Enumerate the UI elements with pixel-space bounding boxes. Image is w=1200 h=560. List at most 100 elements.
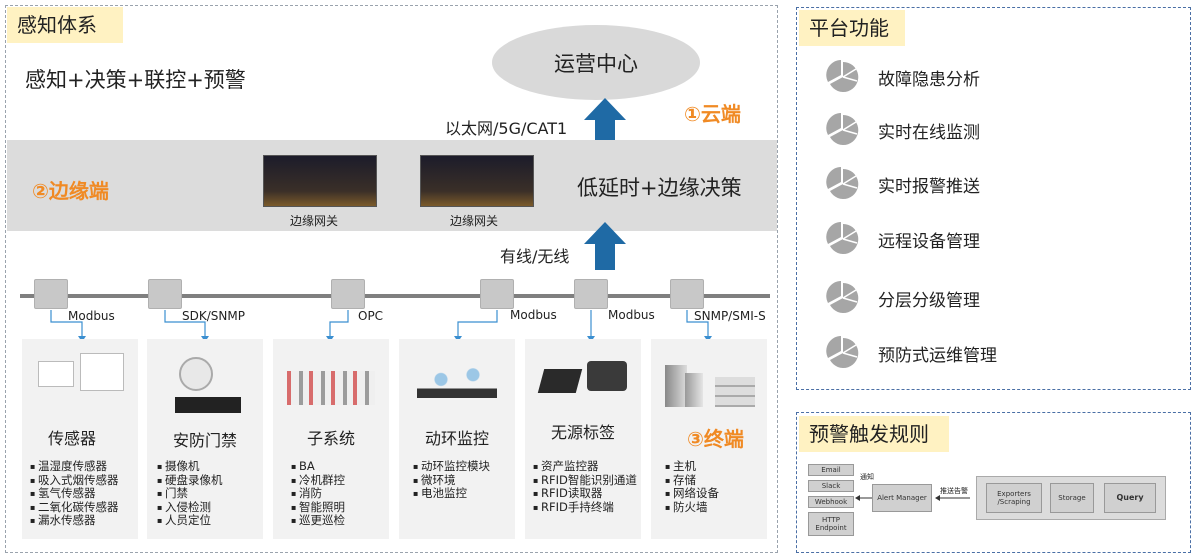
bus-node xyxy=(34,279,68,309)
slack-box: Slack xyxy=(808,480,854,492)
query-box: Query xyxy=(1104,483,1156,513)
edge-gateway-image xyxy=(420,155,534,207)
pie-chart-icon xyxy=(826,167,859,199)
function-label: 实时报警推送 xyxy=(878,176,980,197)
server-image xyxy=(665,365,687,407)
list-item: 动环监控模块 xyxy=(413,459,490,474)
notify-label: 通知 xyxy=(860,473,874,481)
sensor-device-image xyxy=(80,353,124,391)
up-arrow-icon xyxy=(584,222,626,270)
exporters-box: Exporters /Scraping xyxy=(986,483,1042,513)
function-item: 远程设备管理 xyxy=(826,222,980,256)
headline: 感知+决策+联控+预警 xyxy=(25,68,246,92)
bus-node xyxy=(331,279,365,309)
webhook-box: Webhook xyxy=(808,496,854,508)
category-panel-it: ③终端 主机 存储 网络设备 防火墙 xyxy=(651,339,767,539)
function-label: 分层分级管理 xyxy=(878,290,980,311)
list-item: 门禁 xyxy=(157,486,222,501)
perception-panel xyxy=(5,5,778,553)
function-label: 预防式运维管理 xyxy=(878,345,997,366)
list-item: 存储 xyxy=(665,473,719,488)
list-item: 硬盘录像机 xyxy=(157,473,223,488)
platform-title: 平台功能 xyxy=(799,10,905,46)
list-item: 消防 xyxy=(291,486,345,501)
function-label: 远程设备管理 xyxy=(878,231,980,252)
storage-box: Storage xyxy=(1050,483,1094,513)
camera-image xyxy=(179,357,213,391)
edge-gateway-label: 边缘网关 xyxy=(290,214,339,228)
pie-chart-icon xyxy=(826,113,859,145)
edge-band xyxy=(7,140,777,231)
list-item: BA xyxy=(291,459,345,474)
list-item: RFID读取器 xyxy=(533,486,637,501)
rfid-handheld-image xyxy=(587,361,627,391)
list-item: 主机 xyxy=(665,459,719,474)
protocol-label: Modbus xyxy=(68,309,115,323)
subsystem-devices-image xyxy=(287,371,375,405)
cloud-link-label: 以太网/5G/CAT1 xyxy=(445,119,568,138)
category-panel-environment: 动环监控 动环监控模块 微环境 电池监控 xyxy=(399,339,515,539)
rules-diagram: Email Slack Webhook HTTP Endpoint 通知 Ale… xyxy=(806,458,1166,542)
list-item: 温湿度传感器 xyxy=(30,459,118,474)
protocol-label: OPC xyxy=(358,309,384,323)
ops-center-label: 运营中心 xyxy=(554,51,638,76)
category-title: 无源标签 xyxy=(550,423,615,442)
pie-chart-icon xyxy=(826,60,859,92)
arrow-icon xyxy=(855,495,872,501)
list-item: 入侵检测 xyxy=(157,500,222,515)
bus-line xyxy=(20,294,770,298)
environment-devices-image xyxy=(417,361,497,407)
protocol-label: SNMP/SMI-S xyxy=(694,309,766,323)
protocol-label: Modbus xyxy=(608,308,655,322)
list-item: 吸入式烟传感器 xyxy=(30,473,119,488)
bus-node xyxy=(574,279,608,309)
list-item: 微环境 xyxy=(413,473,490,488)
bus-node xyxy=(480,279,514,309)
function-item: 实时在线监测 xyxy=(826,113,980,147)
push-alert-label: 推送告警 xyxy=(940,487,968,495)
function-item: 实时报警推送 xyxy=(826,167,980,201)
arrow-icon xyxy=(935,495,970,501)
function-label: 实时在线监测 xyxy=(878,122,980,143)
list-item: 防火墙 xyxy=(665,500,719,515)
list-item: 冷机群控 xyxy=(291,473,345,488)
protocol-label: SDK/SNMP xyxy=(182,309,245,323)
perception-title: 感知体系 xyxy=(7,7,123,43)
category-title: 安防门禁 xyxy=(172,431,237,450)
category-panel-sensors: 传感器 温湿度传感器 吸入式烟传感器 氢气传感器 二氧化碳传感器 漏水传感器 xyxy=(22,339,138,539)
connectors xyxy=(50,310,712,342)
bus-node xyxy=(670,279,704,309)
list-item: 巡更巡检 xyxy=(291,513,345,528)
edge-gateway-label: 边缘网关 xyxy=(450,214,499,228)
dvr-image xyxy=(175,397,241,413)
function-item: 故障隐患分析 xyxy=(826,60,980,94)
category-title: 动环监控 xyxy=(424,429,489,448)
list-item: 漏水传感器 xyxy=(30,513,118,528)
edge-label: ②边缘端 xyxy=(32,179,109,203)
function-item: 分层分级管理 xyxy=(826,281,980,315)
protocol-label: Modbus xyxy=(510,308,557,322)
list-item: 人员定位 xyxy=(157,513,222,528)
rules-title: 预警触发规则 xyxy=(799,416,949,452)
category-title: 子系统 xyxy=(306,429,355,448)
terminal-label: ③终端 xyxy=(687,427,744,451)
edge-link-label: 有线/无线 xyxy=(500,247,570,266)
bus-node xyxy=(148,279,182,309)
rfid-reader-image xyxy=(537,369,583,393)
email-box: Email xyxy=(808,464,854,476)
edge-gateway-image xyxy=(263,155,377,207)
alert-manager-box: Alert Manager xyxy=(872,484,932,512)
edge-tagline: 低延时+边缘决策 xyxy=(577,176,742,200)
category-panel-rfid: 无源标签 资产监控器 RFID智能识别通道 RFID读取器 RFID手持终端 xyxy=(525,339,641,539)
up-arrow-icon xyxy=(584,98,626,146)
list-item: 资产监控器 xyxy=(533,459,637,474)
list-item: 智能照明 xyxy=(291,500,345,515)
http-endpoint-box: HTTP Endpoint xyxy=(808,512,854,536)
category-panel-security: 安防门禁 摄像机 硬盘录像机 门禁 入侵检测 人员定位 xyxy=(147,339,263,539)
cloud-label: ①云端 xyxy=(684,102,741,126)
list-item: 摄像机 xyxy=(157,459,222,474)
category-title: 传感器 xyxy=(47,429,96,448)
list-item: RFID手持终端 xyxy=(533,500,637,515)
category-panel-subsystem: 子系统 BA 冷机群控 消防 智能照明 巡更巡检 xyxy=(273,339,389,539)
function-item: 预防式运维管理 xyxy=(826,336,997,370)
